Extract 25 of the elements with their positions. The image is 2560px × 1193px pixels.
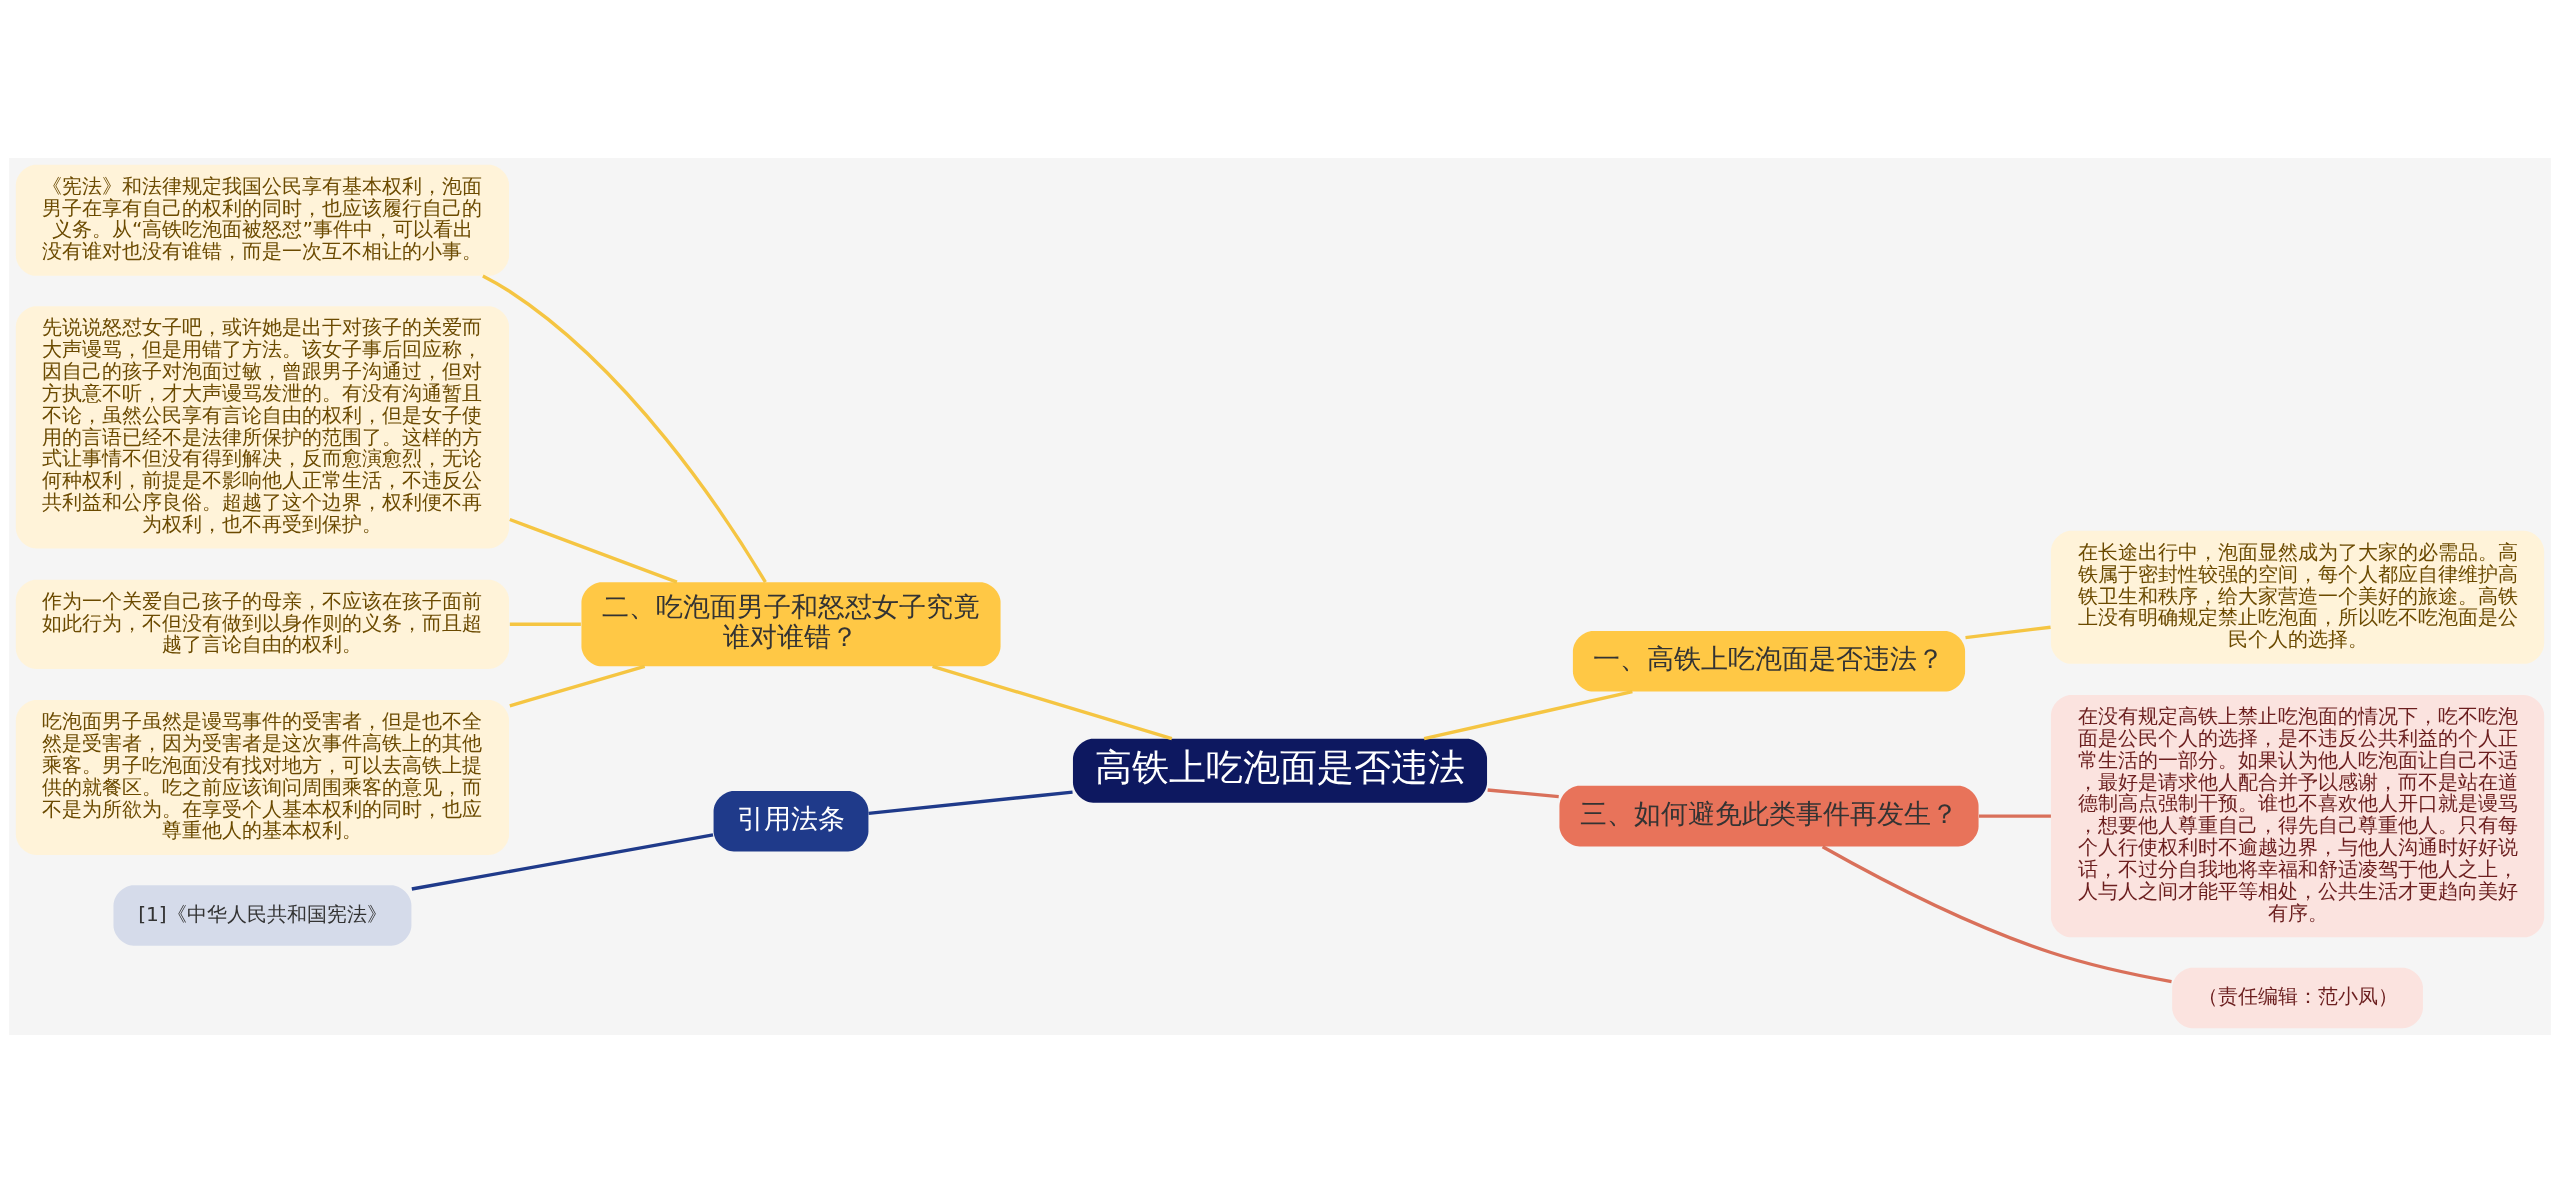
node-box: 吃泡面男子虽然是谩骂事件的受害者，但是也不全然是受害者，因为受害者是这次事件高铁上的其他乘客。男子吃泡面没有找对地方，可以去高铁上提供的就餐区。吃之前应该询问周围乘客的意见，而不是为所欲为。在享受个人基本权利的同时，也应尊重他人的基本权利。 — [15, 700, 510, 855]
connector — [482, 274, 767, 583]
node-box: 在长途出行中，泡面显然成为了大家的必需品。高铁属于密封性较强的空间，每个人都应自律维护高铁卫生和秩序，给大家营造一个美好的旅途。高铁上没有明确规定禁止吃泡面，所以吃不吃泡面是公民个人的选择。 — [2050, 530, 2545, 664]
node-box: 在没有规定高铁上禁止吃泡面的情况下，吃不吃泡面是公民个人的选择，是不违反公共利益的个人正常生活的一部分。如果认为他人吃泡面让自己不适，最好是请求他人配合并予以感谢，而不是站在道德制高点强制干预。谁也不喜欢他人开口就是谩骂，想要他人尊重自己，得先自己尊重他人。只有每个人行使权利时不逾越边界，与他人沟通时好好说话，不过分自我地将幸福和舒适凌驾于他人之上，人与人之间才能平等相处，公共生活才更趋向美好有序。 — [2050, 694, 2545, 938]
connector — [1965, 625, 2051, 640]
node-box: 一、高铁上吃泡面是否违法？ — [1572, 631, 1966, 692]
node-box: 三、如何避免此类事件再发生？ — [1559, 785, 1979, 847]
connector — [932, 664, 1173, 741]
connector — [1821, 845, 2172, 984]
connector — [509, 517, 678, 584]
connector — [509, 664, 646, 708]
node-box: 二、吃泡面男子和怒怼女子究竟谁对谁错？ — [581, 582, 1001, 667]
connector — [1423, 690, 1633, 741]
connector — [1979, 814, 2051, 818]
connector — [1487, 788, 1559, 799]
connector — [411, 833, 714, 891]
node-box: 先说说怒怼女子吧，或许她是出于对孩子的关爱而大声谩骂，但是用错了方法。该女子事后回应称，因自己的孩子对泡面过敏，曾跟男子沟通过，但对方执意不听，才大声谩骂发泄的。有没有沟通暂且不论，虽然公民享有言论自由的权利，但是女子使用的言语已经不是法律所保护的范围了。这样的方式让事情不但没有得到解决，反而愈演愈烈，无论何种权利，前提是不影响他人正常生活，不违反公共利益和公序良俗。超越了这个边界，权利便不再为权利，也不再受到保护。 — [15, 306, 510, 549]
node-box: （责任编辑：范小凤） — [2172, 967, 2423, 1029]
connector — [868, 790, 1073, 815]
node-box: 作为一个关爱自己孩子的母亲，不应该在孩子面前如此行为，不但没有做到以身作则的义务，而且超越了言论自由的权利。 — [15, 579, 510, 669]
node-box: 引用法条 — [713, 790, 869, 852]
node-box: 高铁上吃泡面是否违法 — [1072, 738, 1488, 803]
connector — [509, 622, 581, 626]
node-box: 《宪法》和法律规定我国公民享有基本权利，泡面男子在享有自己的权利的同时，也应该履行自己的义务。从“高铁吃泡面被怒怼”事件中，可以看出没有谁对也没有谁错，而是一次互不相让的小事。 — [15, 164, 510, 276]
node-box: [1]《中华人民共和国宪法》 — [113, 885, 412, 946]
